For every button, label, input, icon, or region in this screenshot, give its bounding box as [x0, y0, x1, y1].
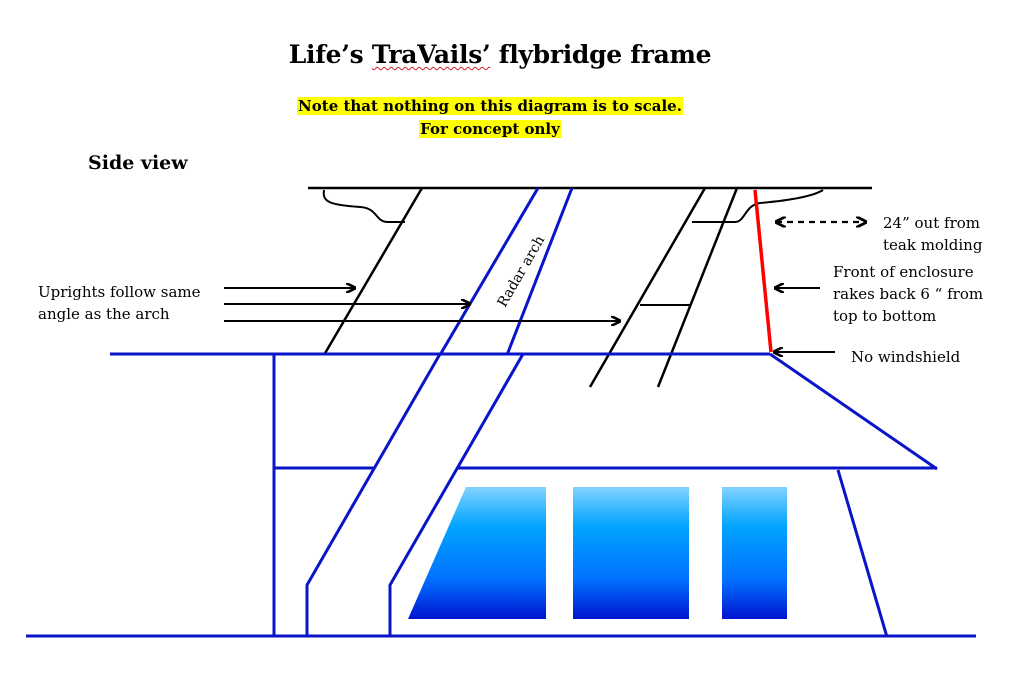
teak-molding-left-curve [322, 189, 405, 223]
cabin-window-3 [722, 487, 787, 619]
right-upright-front [588, 187, 707, 388]
uprights-note: Uprights follow same angle as the arch [38, 283, 201, 323]
concept-note: For concept only [419, 120, 561, 138]
right-upright-rear [656, 187, 739, 388]
cabin-window-2 [573, 487, 689, 619]
radar-arch-front [438, 187, 540, 356]
radar-arch-rear [505, 187, 574, 356]
forward-cabin-post [836, 469, 889, 638]
diagram-title: Life’s TraVails’ flybridge frame [0, 40, 1000, 69]
forward-slope-edge [769, 352, 938, 471]
title-suffix: flybridge frame [490, 40, 712, 69]
enclosure-front-note: Front of enclosure rakes back 6 “ from t… [833, 263, 984, 325]
side-view-heading: Side view [88, 152, 188, 174]
title-prefix: Life’s [288, 40, 372, 69]
arch-leg-front [305, 353, 442, 637]
enclosure-front-red [753, 189, 773, 353]
out-from-molding-note: 24” out from teak molding [883, 214, 983, 254]
teak-molding-right-curve [692, 189, 824, 223]
arch-leg-rear [388, 353, 525, 637]
scale-note: Note that nothing on this diagram is to … [297, 97, 683, 115]
cabin-window-1 [408, 487, 546, 619]
no-windshield-note: No windshield [851, 348, 961, 366]
left-upright [322, 187, 424, 356]
title-misspelled-word: TraVails’ [371, 40, 491, 69]
